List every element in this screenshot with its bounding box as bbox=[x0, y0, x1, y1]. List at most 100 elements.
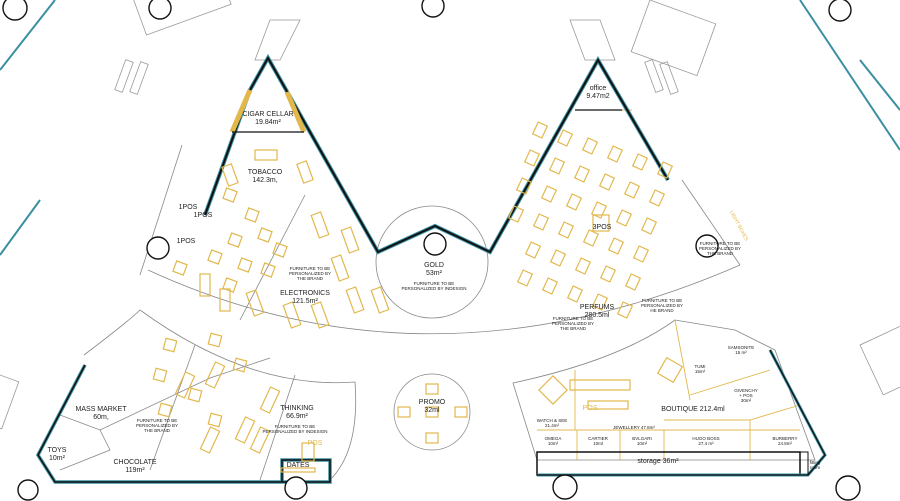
furniture-piece bbox=[257, 227, 273, 243]
note-line: FURNITURE TO BE bbox=[552, 316, 594, 321]
note-line: PERSONALIZED BY bbox=[698, 246, 742, 251]
furniture-piece bbox=[592, 214, 610, 232]
note-line: FURNITURE TO BE bbox=[699, 241, 741, 246]
note-line: THE BRAND bbox=[296, 276, 324, 281]
zone-area: 24.8m² bbox=[777, 441, 792, 446]
furniture-piece bbox=[245, 289, 265, 317]
zone-area: 21.4m² bbox=[544, 423, 560, 428]
glass-facades bbox=[0, 0, 900, 256]
zone-name: office bbox=[589, 85, 607, 92]
furniture-piece bbox=[591, 293, 609, 311]
note-line: PERSONALIZED BY INDESIGN bbox=[401, 286, 467, 291]
zone-area: 142.3m, bbox=[252, 177, 278, 184]
note-line: FURNITURE TO BE bbox=[274, 424, 316, 429]
furniture-piece bbox=[172, 260, 188, 276]
note-line: THE BRAND bbox=[559, 326, 587, 331]
zone-name: CHOCOLATE bbox=[113, 459, 157, 466]
furniture-piece bbox=[232, 357, 248, 373]
zone-name: TUMI bbox=[694, 364, 706, 369]
pos-label: 1POS bbox=[193, 212, 213, 219]
furniture-piece bbox=[221, 163, 239, 187]
zone-area: 15 m² bbox=[735, 350, 747, 355]
furniture-piece bbox=[310, 211, 330, 239]
zone-outlines bbox=[59, 144, 816, 481]
zone-name: room bbox=[809, 465, 821, 470]
pos-label: 3POS bbox=[592, 224, 612, 231]
zone-area: 60m, bbox=[93, 414, 109, 421]
furniture-piece bbox=[598, 173, 616, 191]
note-line: THE BRAND bbox=[143, 428, 171, 433]
furniture-piece bbox=[199, 426, 221, 454]
furniture-piece bbox=[624, 273, 642, 291]
zone-name: SAMSONITE bbox=[727, 345, 755, 350]
furniture-piece bbox=[587, 400, 629, 410]
furniture-piece bbox=[607, 237, 625, 255]
furniture-piece bbox=[556, 129, 574, 147]
zone-area: 15m² bbox=[694, 369, 706, 374]
zone-area: 30m² bbox=[740, 398, 752, 403]
furniture-piece bbox=[207, 332, 223, 348]
furniture-piece bbox=[631, 153, 649, 171]
furniture-piece bbox=[590, 201, 608, 219]
pos-label: 1POS bbox=[176, 238, 196, 245]
zone-area: 119m² bbox=[125, 467, 145, 474]
furniture-piece bbox=[516, 269, 534, 287]
zone-name: ELECTRONICS bbox=[280, 290, 330, 297]
furniture-piece bbox=[569, 379, 631, 391]
zone-name: WATCH & SEE bbox=[536, 418, 568, 423]
furniture-piece bbox=[532, 213, 550, 231]
walls bbox=[35, 53, 827, 484]
furniture-piece bbox=[574, 257, 592, 275]
pos-label: POS bbox=[307, 440, 323, 447]
zone-area: 66.9m² bbox=[286, 413, 308, 420]
furniture-piece bbox=[204, 361, 226, 389]
escalators bbox=[0, 0, 900, 430]
zone-area: 10m² bbox=[49, 455, 65, 462]
furniture-piece bbox=[566, 285, 584, 303]
furniture-piece bbox=[330, 254, 350, 282]
note-line: HE BRAND bbox=[650, 308, 674, 313]
zone-name: GOLD bbox=[424, 262, 444, 269]
furniture-piece bbox=[507, 205, 525, 223]
zone-area: 10ml bbox=[593, 441, 603, 446]
furniture-piece bbox=[174, 371, 196, 399]
zone-area: 10m² bbox=[636, 441, 648, 446]
note-line: FURNITURE TO BE bbox=[136, 418, 178, 423]
furniture-piece bbox=[648, 189, 666, 207]
furniture-piece bbox=[581, 137, 599, 155]
furniture-piece bbox=[370, 286, 390, 314]
furniture-piece bbox=[573, 165, 591, 183]
furniture-piece bbox=[219, 288, 231, 312]
furniture-piece bbox=[345, 286, 365, 314]
zone-name: TOYS bbox=[47, 447, 67, 454]
furniture-piece bbox=[222, 187, 238, 203]
furniture-piece bbox=[523, 149, 541, 167]
furniture-piece bbox=[515, 177, 533, 195]
zone-dates: DATES bbox=[286, 462, 310, 469]
furniture-piece bbox=[162, 337, 178, 353]
note-line: FURNITURE TO BE bbox=[413, 281, 455, 286]
furniture-piece bbox=[254, 149, 278, 161]
furniture-piece bbox=[623, 181, 641, 199]
furniture-piece bbox=[599, 265, 617, 283]
pos-label: POS bbox=[582, 405, 598, 412]
furniture-piece bbox=[259, 386, 281, 414]
note-line: PERSONALIZED BY bbox=[288, 271, 332, 276]
note-line: FURNITURE TO BE bbox=[289, 266, 331, 271]
